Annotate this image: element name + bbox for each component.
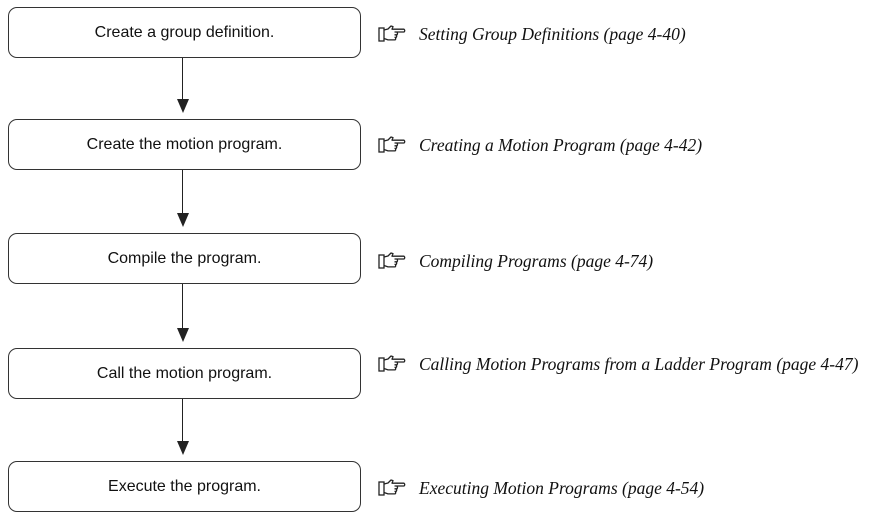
pointing-hand-icon bbox=[378, 479, 406, 496]
pointing-hand-icon bbox=[378, 25, 406, 42]
reference-text: Creating a Motion Program (page 4-42) bbox=[419, 135, 703, 155]
step-label: Call the motion program. bbox=[96, 364, 273, 382]
step-box-create-motion-program: Create the motion program. bbox=[8, 119, 361, 170]
step-box-call-motion-program: Call the motion program. bbox=[8, 348, 361, 399]
reference-executing-motion-programs[interactable]: Executing Motion Programs (page 4-54) bbox=[378, 477, 879, 499]
pointing-hand-icon bbox=[378, 355, 406, 372]
reference-setting-group-definitions[interactable]: Setting Group Definitions (page 4-40) bbox=[378, 23, 879, 45]
step-label: Compile the program. bbox=[107, 249, 262, 267]
pointing-hand-icon bbox=[378, 136, 406, 153]
step-box-create-group-definition: Create a group definition. bbox=[8, 7, 361, 58]
step-label: Create the motion program. bbox=[86, 135, 283, 153]
step-label: Execute the program. bbox=[108, 477, 261, 495]
reference-compiling-programs[interactable]: Compiling Programs (page 4-74) bbox=[378, 250, 879, 272]
connector-line bbox=[182, 284, 184, 329]
connector-line bbox=[182, 399, 184, 442]
arrow-down-icon bbox=[177, 99, 189, 113]
step-box-execute-program: Execute the program. bbox=[8, 461, 361, 512]
pointing-hand-icon bbox=[378, 252, 406, 269]
reference-text: Setting Group Definitions (page 4-40) bbox=[419, 24, 686, 44]
connector-line bbox=[182, 170, 184, 214]
reference-text: Calling Motion Programs from a Ladder Pr… bbox=[419, 354, 859, 374]
reference-calling-motion-programs[interactable]: Calling Motion Programs from a Ladder Pr… bbox=[378, 353, 879, 375]
arrow-down-icon bbox=[177, 441, 189, 455]
arrow-down-icon bbox=[177, 213, 189, 227]
reference-creating-motion-program[interactable]: Creating a Motion Program (page 4-42) bbox=[378, 134, 879, 156]
arrow-down-icon bbox=[177, 328, 189, 342]
reference-text: Executing Motion Programs (page 4-54) bbox=[419, 478, 705, 498]
reference-text: Compiling Programs (page 4-74) bbox=[419, 251, 654, 271]
step-box-compile-program: Compile the program. bbox=[8, 233, 361, 284]
connector-line bbox=[182, 58, 184, 100]
step-label: Create a group definition. bbox=[94, 23, 275, 41]
